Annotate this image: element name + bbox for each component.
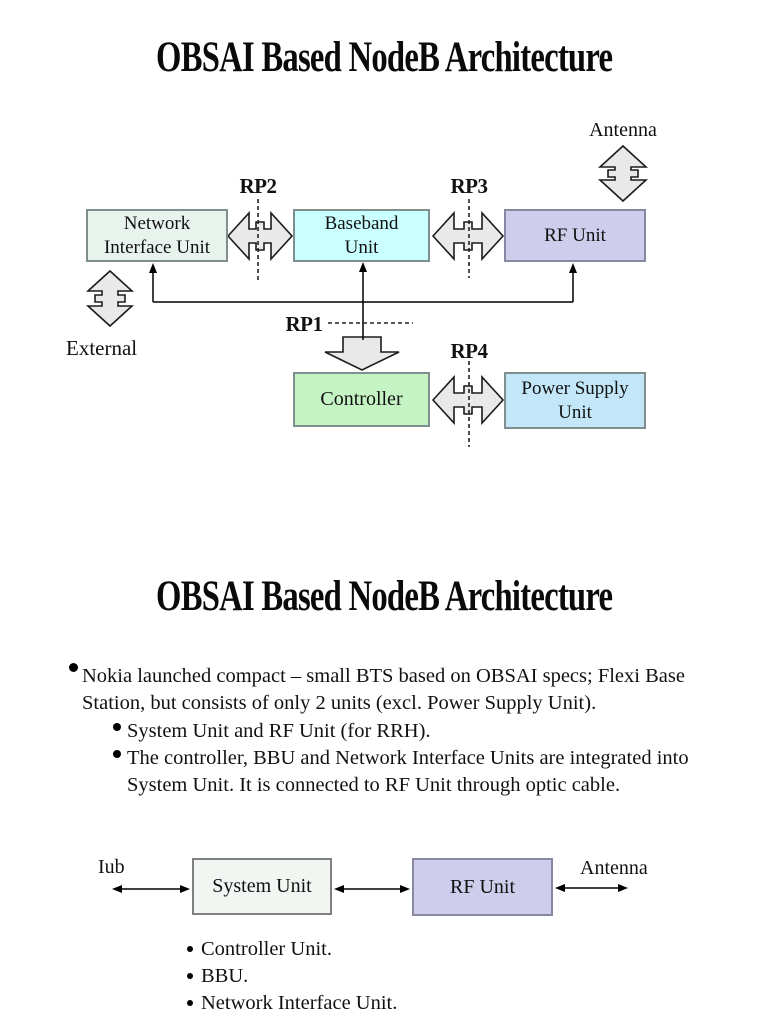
bullet-dot-icon bbox=[187, 1000, 193, 1006]
sub-item-3-text: Network Interface Unit. bbox=[201, 992, 398, 1014]
bullet-dot-icon bbox=[113, 723, 121, 731]
system-unit-label: System Unit bbox=[212, 875, 312, 897]
system-rf-right-arrowhead-icon bbox=[400, 885, 410, 893]
sub-item-2-text: BBU. bbox=[201, 965, 249, 987]
iub-right-arrowhead-icon bbox=[180, 885, 190, 893]
controller-box: Controller bbox=[293, 372, 430, 427]
rp3-label: RP3 bbox=[450, 174, 489, 198]
bullet-dot-icon bbox=[113, 750, 121, 758]
network-interface-unit-label: Network Interface Unit bbox=[103, 212, 211, 258]
bullet-dot-icon bbox=[187, 946, 193, 952]
bullet-dot-icon bbox=[187, 973, 193, 979]
rf-antenna-left-arrowhead-icon bbox=[555, 884, 565, 892]
rf-unit-label: RF Unit bbox=[544, 224, 606, 246]
external-double-arrow-icon bbox=[85, 269, 135, 328]
rf-unit-box: RF Unit bbox=[504, 209, 646, 262]
baseband-arrowhead-icon bbox=[359, 262, 367, 272]
slide2-title: OBSAI Based NodeB Architecture bbox=[0, 575, 768, 618]
baseband-unit-label: Baseband Unit bbox=[324, 212, 399, 258]
slide2-title-text: OBSAI Based NodeB Architecture bbox=[155, 573, 613, 620]
controller-down-arrow-icon bbox=[324, 336, 400, 371]
bullet-2-text: System Unit and RF Unit (for RRH). bbox=[127, 720, 431, 742]
sub-item-1-text: Controller Unit. bbox=[201, 938, 332, 960]
network-interface-unit-box: Network Interface Unit bbox=[86, 209, 228, 262]
rp4-double-arrow-icon bbox=[431, 374, 505, 426]
rf-antenna-right-arrowhead-icon bbox=[618, 884, 628, 892]
bullet-dot-icon bbox=[69, 663, 78, 672]
antenna-double-arrow-icon bbox=[597, 144, 649, 203]
power-supply-unit-label: Power Supply Unit bbox=[521, 377, 629, 423]
slide1-title: OBSAI Based NodeB Architecture bbox=[0, 36, 768, 79]
baseband-unit-box: Baseband Unit bbox=[293, 209, 430, 262]
rf-arrowhead-icon bbox=[569, 263, 577, 273]
slide1-title-text: OBSAI Based NodeB Architecture bbox=[155, 34, 613, 81]
bullet-3-text: The controller, BBU and Network Interfac… bbox=[127, 747, 689, 796]
antenna-label: Antenna bbox=[589, 119, 657, 141]
rf-unit-2-label: RF Unit bbox=[449, 875, 516, 898]
controller-label: Controller bbox=[320, 388, 403, 410]
niu-arrowhead-icon bbox=[149, 263, 157, 273]
antenna-label-2: Antenna bbox=[580, 857, 648, 879]
external-label: External bbox=[66, 336, 138, 360]
system-unit-box: System Unit bbox=[192, 858, 332, 915]
rp1-label: RP1 bbox=[285, 312, 324, 336]
power-supply-unit-box: Power Supply Unit bbox=[504, 372, 646, 429]
rp2-double-arrow-icon bbox=[226, 210, 294, 262]
rp3-double-arrow-icon bbox=[431, 210, 505, 262]
iub-left-arrowhead-icon bbox=[112, 885, 122, 893]
iub-label: Iub bbox=[98, 856, 125, 878]
rp4-label: RP4 bbox=[450, 339, 489, 363]
rp2-label: RP2 bbox=[239, 174, 278, 198]
rf-unit-box-2: RF Unit bbox=[412, 858, 553, 916]
system-rf-left-arrowhead-icon bbox=[334, 885, 344, 893]
bullet-1-text: Nokia launched compact – small BTS based… bbox=[82, 665, 685, 714]
